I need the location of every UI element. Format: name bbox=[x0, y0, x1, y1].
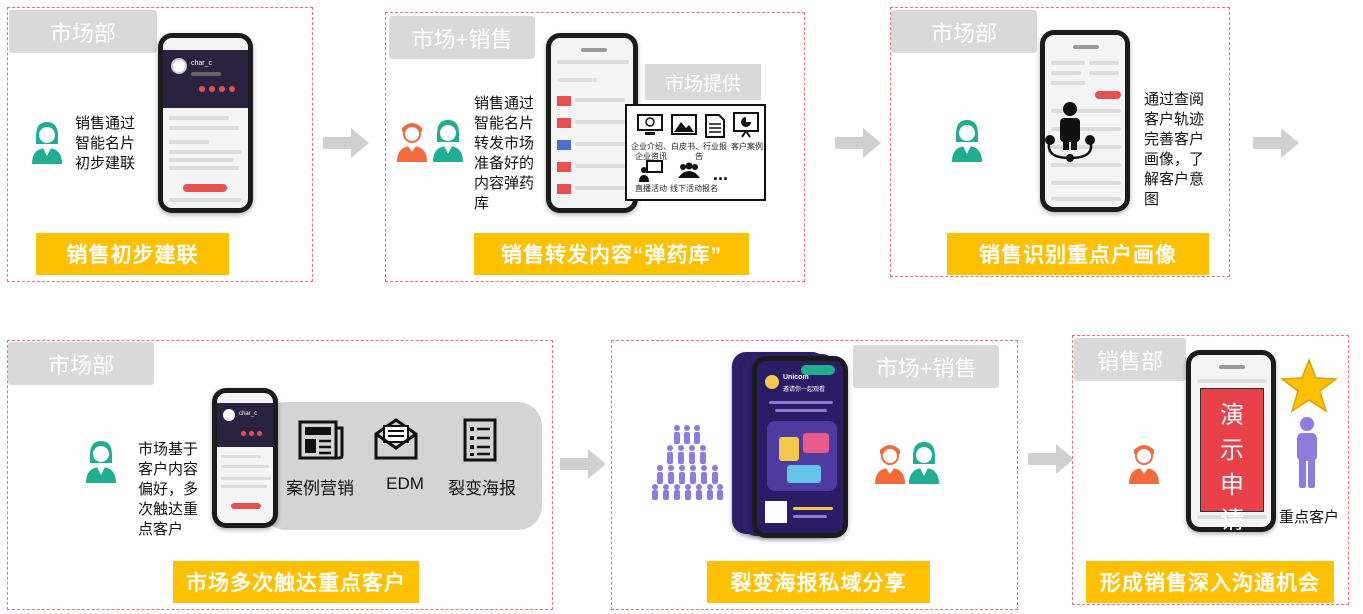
panel2-caption: 销售转发内容“弹药库” bbox=[474, 233, 749, 275]
panel3-description: 通过查阅客户轨迹完善客户 画像，了解客户意图 bbox=[1144, 91, 1205, 208]
panel5-caption: 裂变海报私域分享 bbox=[707, 561, 930, 603]
email-envelope-icon bbox=[374, 418, 418, 460]
customer-detail-phone bbox=[1040, 30, 1130, 212]
panel3-caption: 销售识别重点户画像 bbox=[947, 233, 1209, 275]
panel1-description: 销售通过智能名片初步建联 bbox=[75, 115, 136, 172]
flow-arrow-1 bbox=[323, 128, 369, 158]
poster-phone: Unicom 邀请你一起观看 bbox=[752, 356, 848, 538]
dept-tag: 市场+销售 bbox=[853, 345, 999, 388]
customer-profile-icon bbox=[1045, 102, 1095, 162]
panel4-caption: 市场多次触达重点客户 bbox=[173, 561, 419, 603]
computer-icon bbox=[637, 114, 663, 135]
key-customer-label: 重点客户 bbox=[1279, 509, 1340, 526]
business-card-phone: char_c bbox=[158, 33, 253, 213]
sales-woman-icon bbox=[32, 122, 62, 164]
dept-tag: 市场部 bbox=[891, 10, 1037, 53]
key-customer-icon bbox=[1297, 417, 1317, 488]
poster-list-icon bbox=[463, 418, 497, 462]
star-icon bbox=[1279, 358, 1339, 413]
case-marketing-label: 案例营销 bbox=[286, 479, 354, 498]
presentation-chart-icon bbox=[733, 112, 759, 138]
demo-request-card: 演示 申请 bbox=[1200, 388, 1264, 534]
picture-icon bbox=[671, 114, 697, 135]
content-library-phone bbox=[546, 33, 638, 213]
fission-poster-label: 裂变海报 bbox=[448, 479, 516, 498]
marketing-man-icon bbox=[1129, 445, 1159, 484]
flow-arrow-6 bbox=[1028, 444, 1074, 474]
poster-brand: Unicom bbox=[783, 374, 809, 381]
card-name: char_c bbox=[191, 60, 213, 67]
panel6-caption: 形成销售深入沟通机会 bbox=[1086, 561, 1334, 603]
live-stream-icon bbox=[639, 160, 663, 182]
sales-woman-icon bbox=[433, 120, 463, 162]
poster-invite: 邀请你一起观看 bbox=[783, 387, 826, 393]
newspaper-icon bbox=[298, 420, 344, 460]
panel4-description: 市场基于客户内容偏好，多 次触达重点客户 bbox=[138, 441, 199, 538]
marketing-resources-popup: 企业介绍、企业资讯 白皮书、行业报告 客户案例 直播活动 线下活动报名 ... bbox=[625, 104, 766, 201]
dept-tag: 市场+销售 bbox=[389, 16, 535, 59]
business-card-phone: char_c bbox=[212, 388, 278, 528]
flow-arrow-5 bbox=[560, 449, 606, 479]
marketing-man-icon bbox=[875, 445, 905, 484]
audience-crowd-icon bbox=[652, 425, 723, 500]
dept-tag: 销售部 bbox=[1074, 338, 1186, 381]
popup-tag: 市场提供 bbox=[645, 64, 761, 100]
sales-woman-icon bbox=[86, 441, 116, 483]
more-ellipsis: ... bbox=[713, 164, 729, 184]
dept-tag: 市场部 bbox=[9, 10, 157, 53]
marketing-man-icon bbox=[397, 123, 427, 162]
flow-arrow-3 bbox=[1253, 128, 1299, 158]
flow-arrow-2 bbox=[835, 128, 881, 158]
dept-tag: 市场部 bbox=[8, 342, 154, 385]
sales-woman-icon bbox=[952, 120, 982, 162]
edm-label: EDM bbox=[386, 474, 424, 493]
panel2-description: 销售通过智能名片转发市场 准备好的内容弹药库 bbox=[474, 95, 535, 212]
sales-woman-icon bbox=[909, 442, 939, 484]
document-icon bbox=[705, 114, 725, 138]
group-icon bbox=[678, 162, 700, 178]
panel1-caption: 销售初步建联 bbox=[36, 233, 229, 275]
